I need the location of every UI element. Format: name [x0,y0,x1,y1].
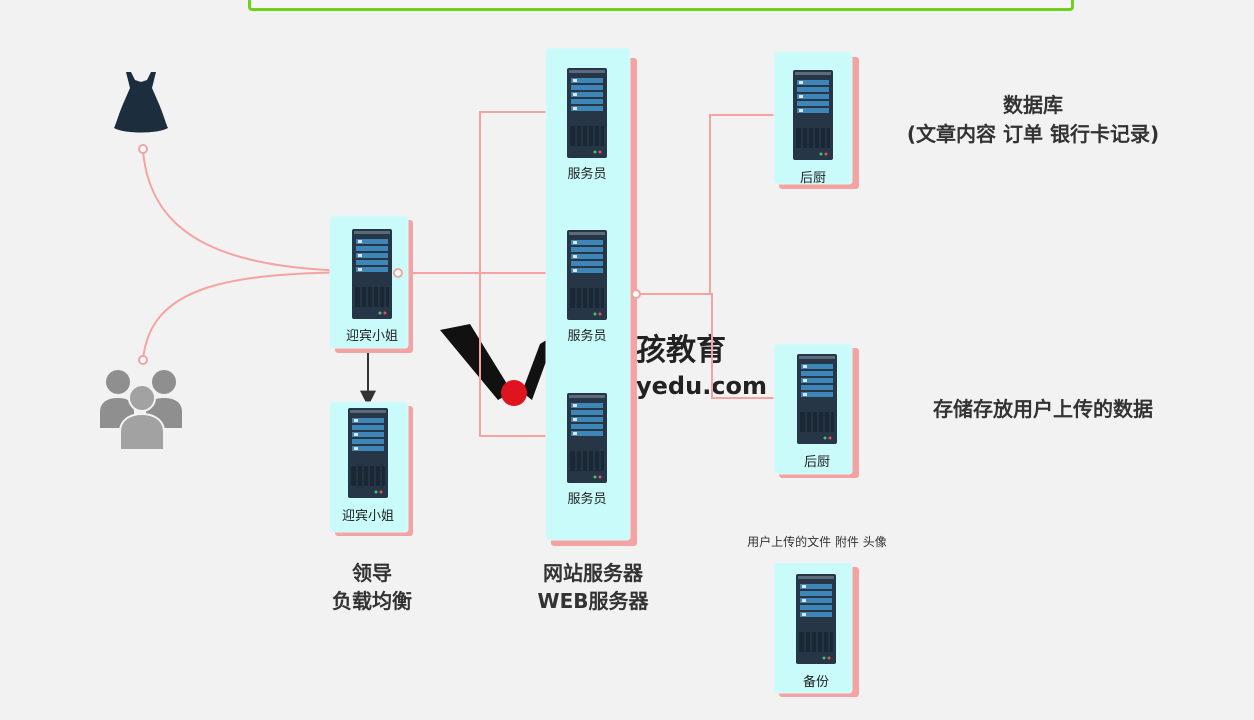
node-label: 迎宾小姐 [342,508,394,524]
node-back-1[interactable]: 后厨 [773,51,859,189]
top-green-bar [248,0,1074,11]
node-web-1[interactable]: 服务员 [566,67,608,182]
endpoint-dot [138,355,148,365]
people-group-icon [100,370,182,451]
endpoint-dot [631,289,641,299]
node-lb-1[interactable]: 迎宾小姐 [329,215,413,353]
node-label: 后厨 [804,455,830,470]
web-server-group[interactable]: 服务员 服务员 服务员 [545,47,637,546]
endpoint-dot [138,144,148,154]
dress-icon [114,72,168,133]
db-caption-2: (文章内容 订单 银行卡记录) [907,122,1159,146]
connector-dress-to-lb [142,149,352,271]
node-label: 后厨 [800,171,826,186]
connector-people-to-lb [142,272,352,361]
connections [142,112,795,436]
lb-caption-1: 领导 [352,561,392,585]
node-label: 迎宾小姐 [346,328,398,344]
endpoint-dot [393,268,403,278]
db-caption-1: 数据库 [1003,93,1063,117]
watermark: 孩教育 yedu.com [440,324,767,406]
storage-caption: 存储存放用户上传的数据 [933,397,1153,421]
connector-web-to-back2 [636,293,795,398]
node-back-2[interactable]: 后厨 [773,343,859,478]
connector-branch-web3 [479,273,565,436]
node-lb-2[interactable]: 迎宾小姐 [329,401,413,536]
web-caption-1: 网站服务器 [543,561,644,585]
node-label: 服务员 [567,166,606,182]
node-web-2[interactable]: 服务员 [566,229,608,344]
node-label: 服务员 [567,491,606,507]
watermark-text-en: yedu.com [636,372,767,400]
upload-caption: 用户上传的文件 附件 头像 [747,534,887,549]
node-label: 服务员 [567,328,606,344]
web-caption-2: WEB服务器 [538,589,650,613]
lb-caption-2: 负载均衡 [332,589,412,613]
connector-web-to-back1 [636,115,792,295]
node-label: 备份 [803,674,829,690]
node-backup[interactable]: 备份 [773,562,859,697]
connector-branch-web1 [479,112,565,273]
node-web-3[interactable]: 服务员 [566,392,608,507]
